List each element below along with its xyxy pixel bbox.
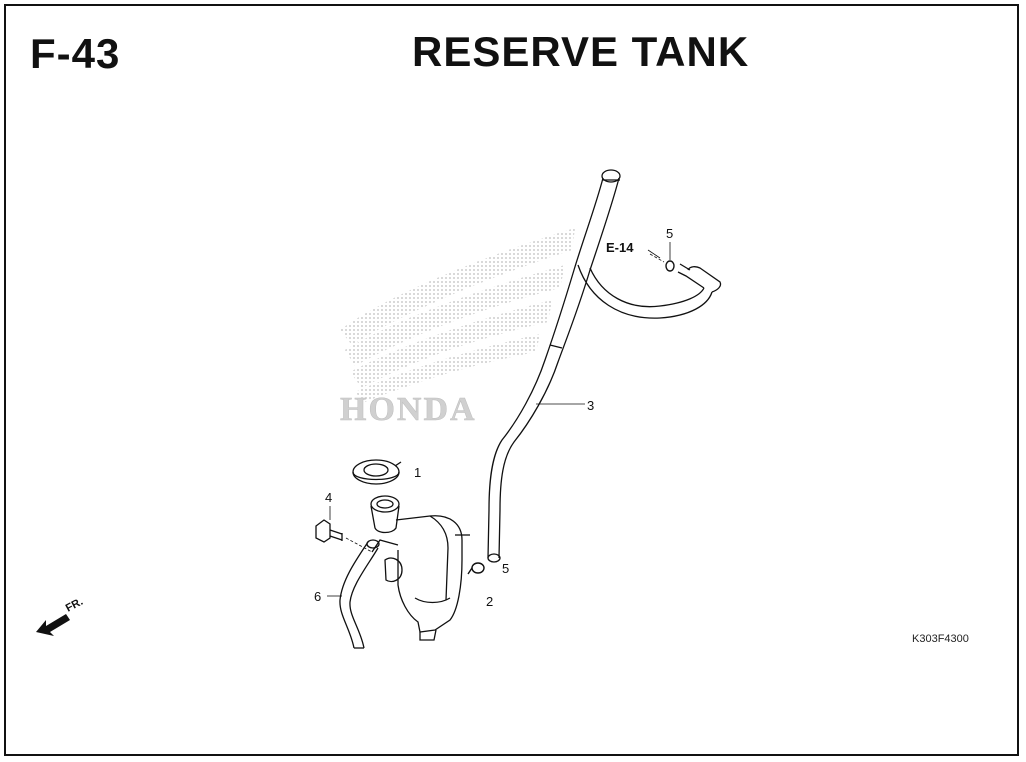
front-direction-label: FR. — [64, 596, 85, 615]
page-frame — [4, 4, 1019, 756]
watermark-text: HONDA — [340, 391, 477, 428]
leader-lines — [327, 242, 671, 597]
reference-code: K303F4300 — [912, 633, 969, 645]
tank-cap — [352, 459, 402, 485]
front-direction-arrow-icon — [36, 614, 70, 636]
callout-part-1: 1 — [414, 465, 421, 480]
drain-hose — [339, 539, 380, 649]
callout-part-3: 3 — [587, 398, 594, 413]
callout-part-2: 2 — [486, 594, 493, 609]
page-code: F-43 — [30, 30, 121, 77]
page-title: RESERVE TANK — [412, 28, 750, 75]
hose-part-3 — [487, 169, 722, 563]
cross-reference-label: E-14 — [606, 240, 634, 255]
flange-bolt — [315, 519, 373, 553]
callout-part-5-top: 5 — [666, 226, 673, 241]
reserve-tank — [370, 495, 470, 641]
callout-part-4: 4 — [325, 490, 332, 505]
honda-wing-watermark: HONDA — [340, 228, 575, 428]
hose-clip-bottom — [467, 562, 485, 575]
callout-part-6: 6 — [314, 589, 321, 604]
hose-clip-top — [649, 253, 675, 272]
callout-part-5-bottom: 5 — [502, 561, 509, 576]
